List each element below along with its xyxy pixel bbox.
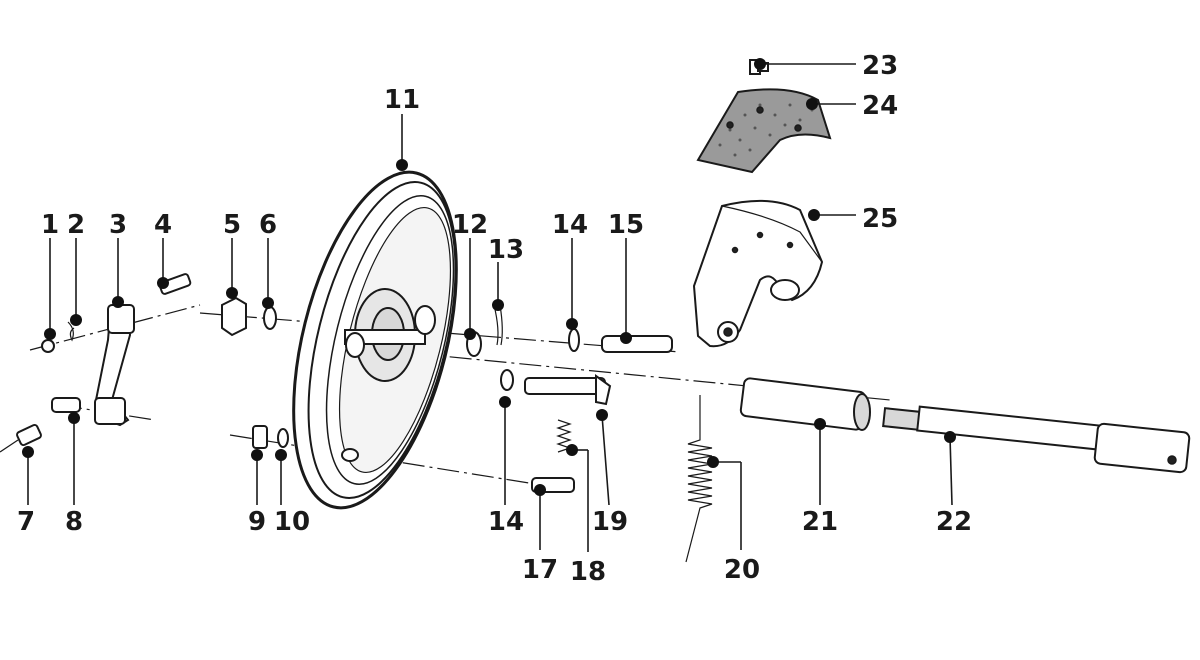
sleeve-body <box>739 377 867 431</box>
callout-6: 6 <box>259 210 277 240</box>
nuts-washers <box>221 296 289 449</box>
shoe-cam-end <box>770 279 800 301</box>
callout-21: 21 <box>802 507 838 537</box>
lever-assembly <box>0 273 192 453</box>
callout-13: 13 <box>488 235 524 265</box>
rod-7-shaft <box>0 439 19 453</box>
clevis-pin-1 <box>41 339 55 353</box>
callout-19: 19 <box>592 507 628 537</box>
callout-labels: 1 2 3 4 5 6 7 8 9 10 11 12 13 14 14 15 1… <box>17 51 972 587</box>
callout-2: 2 <box>67 210 85 240</box>
callout-9: 9 <box>248 507 266 537</box>
sleeve-21 <box>739 377 871 431</box>
callout-24: 24 <box>862 91 898 121</box>
shaft-end <box>1093 422 1191 474</box>
drum-axle-stub <box>344 329 426 345</box>
washer-10 <box>277 428 289 448</box>
clevis-8 <box>51 397 81 413</box>
drum-face-ring <box>325 195 455 485</box>
nut-9 <box>252 425 268 449</box>
drum-lower-boss <box>341 448 359 462</box>
callout-11: 11 <box>384 85 420 115</box>
hub-small-parts <box>466 304 673 493</box>
shoe-body <box>692 199 824 348</box>
bolt-4 <box>158 273 192 295</box>
shaft-body <box>916 405 1100 451</box>
lever-lower-yoke <box>94 397 126 425</box>
brake-lining-part <box>696 88 832 174</box>
callout-7: 7 <box>17 507 35 537</box>
washer-14-lower <box>500 369 514 391</box>
callout-20: 20 <box>724 555 760 585</box>
callout-8: 8 <box>65 507 83 537</box>
callout-25: 25 <box>862 204 898 234</box>
drum-inner-rim <box>307 181 457 499</box>
leader-lines <box>27 63 953 552</box>
callout-12: 12 <box>452 210 488 240</box>
callout-4: 4 <box>154 210 172 240</box>
callout-5: 5 <box>223 210 241 240</box>
brake-drum-part <box>292 170 458 510</box>
callout-22: 22 <box>936 507 972 537</box>
callout-3: 3 <box>109 210 127 240</box>
callout-15: 15 <box>608 210 644 240</box>
drum-left-boss <box>345 332 365 358</box>
lever-upper-yoke <box>107 304 135 334</box>
cotter-pin-13 <box>493 304 503 346</box>
axis-upper <box>199 312 681 353</box>
callout-18: 18 <box>570 557 606 587</box>
brake-shoe-part <box>692 199 824 348</box>
rod-end-7 <box>16 423 42 447</box>
shoe-rim <box>721 205 823 263</box>
washer-14-upper <box>568 328 580 352</box>
callout-1: 1 <box>41 210 59 240</box>
lining-rivet <box>756 106 764 114</box>
spring-18 <box>556 419 572 453</box>
washer-6 <box>263 306 277 330</box>
callout-14-upper: 14 <box>552 210 588 240</box>
lining-rivet <box>794 124 802 132</box>
shoe-pivot-hole <box>723 327 733 337</box>
callout-17: 17 <box>522 555 558 585</box>
pin-15 <box>601 335 673 353</box>
spring-clip-2 <box>67 321 75 342</box>
sleeve-end <box>853 393 871 431</box>
axle-shaft-22 <box>882 405 1191 474</box>
nut-5 <box>221 296 247 337</box>
shaft-thread <box>882 407 922 431</box>
cam-shaft-19 <box>524 377 606 395</box>
drum-anchor-boss <box>414 305 436 335</box>
callout-14-lower: 14 <box>488 507 524 537</box>
lining-rivet <box>726 121 734 129</box>
shaft-hole <box>1167 455 1177 465</box>
return-spring-20 <box>685 395 713 563</box>
cam-head-19 <box>595 374 612 406</box>
callout-10: 10 <box>274 507 310 537</box>
callout-dots <box>22 58 956 496</box>
lining-body <box>696 88 832 174</box>
callout-23: 23 <box>862 51 898 81</box>
